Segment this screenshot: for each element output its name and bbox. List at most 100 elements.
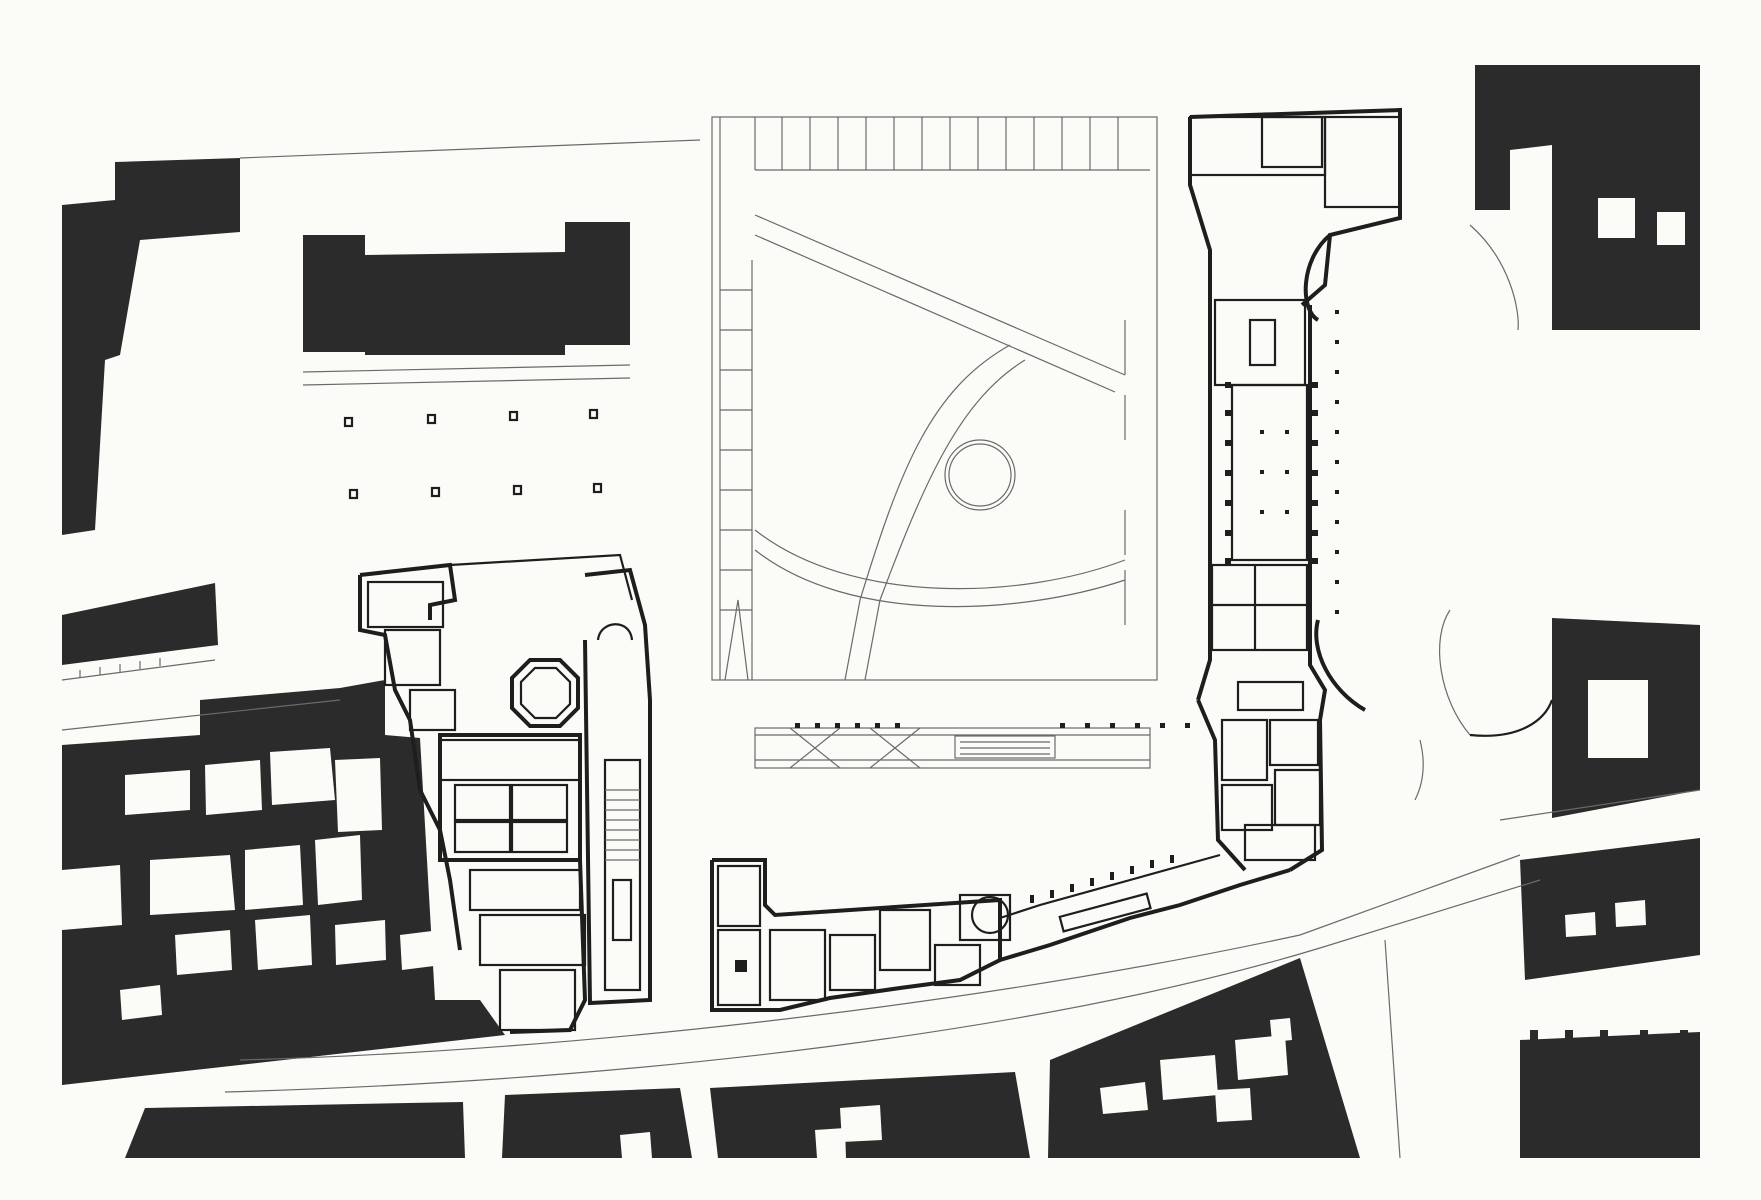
west-room-3	[408, 688, 457, 732]
central-garden	[711, 116, 1158, 681]
courtyard-18	[1160, 1055, 1218, 1100]
cloister-garden-1	[453, 783, 512, 822]
courtyard-14	[620, 1132, 652, 1158]
block-northwest	[62, 158, 240, 535]
plaza-piers	[343, 408, 603, 500]
courtyard-2	[205, 760, 262, 815]
south-room-3	[768, 928, 827, 1002]
street-east-vertical	[1384, 939, 1401, 1159]
courtyard-6	[150, 855, 235, 915]
courtyard-19	[1235, 1035, 1288, 1080]
east-bottom-crenels	[1530, 1030, 1688, 1040]
east-wing-top-outline	[1189, 107, 1402, 307]
south-room-6	[933, 943, 982, 987]
courtyard-16	[815, 1128, 846, 1158]
cloister-garden-3	[453, 820, 512, 854]
walkway-outline	[754, 727, 1151, 769]
se-room-2	[1268, 718, 1320, 767]
courtyard-3	[270, 748, 335, 805]
block-east-top	[1475, 65, 1700, 330]
street-ticks	[79, 658, 161, 678]
courtyard-8	[315, 835, 362, 905]
church-altar	[611, 878, 633, 942]
se-facade-columns	[1030, 855, 1174, 903]
east-wing-curve-bottom	[1314, 619, 1366, 712]
courtyard-22	[1598, 198, 1635, 238]
street-east-edge	[1499, 789, 1701, 821]
courtyard-1	[125, 770, 190, 815]
arc-path	[754, 529, 1126, 590]
south-wing	[710, 858, 1012, 1012]
se-room-3	[1220, 783, 1274, 832]
courtyard-5	[62, 865, 122, 930]
curved-path-2	[864, 359, 1026, 681]
walkway-stairs	[954, 735, 1056, 759]
street-west-edge-2	[61, 699, 341, 731]
west-lower-room-2	[478, 913, 587, 967]
west-room-2	[383, 628, 442, 687]
se-wing-east	[1288, 719, 1325, 872]
octagonal-chapel	[510, 658, 580, 728]
east-wing	[1188, 107, 1402, 721]
se-corridor	[1058, 892, 1152, 933]
courtyard-26	[1615, 900, 1646, 927]
courtyard-23	[1657, 212, 1685, 245]
south-spiral-stair	[970, 895, 1010, 935]
se-facade-outer	[999, 868, 1291, 962]
east-hall	[1230, 383, 1309, 562]
plaza-corner	[1414, 739, 1424, 801]
city-blocks	[62, 65, 1700, 1158]
southeast-wing	[999, 699, 1325, 962]
walkway-columns	[795, 723, 1190, 728]
east-room-3	[1323, 115, 1402, 209]
arc-path-2	[754, 549, 1126, 608]
east-vestibule	[1236, 680, 1305, 712]
se-facade-inner	[999, 853, 1221, 920]
se-room-1	[1220, 718, 1269, 782]
courtyard-15	[840, 1105, 882, 1142]
curved-path	[844, 344, 1011, 681]
plaza-arc-top	[1469, 224, 1519, 331]
street-lines	[61, 139, 1701, 1159]
west-complex-south-wall	[509, 859, 588, 1034]
cloister	[438, 733, 582, 862]
east-stair-block	[1213, 298, 1307, 387]
east-hall-columns	[1225, 310, 1339, 614]
courtyard-7	[245, 845, 303, 910]
courtyard-10	[255, 915, 312, 970]
se-room-4	[1273, 768, 1322, 827]
east-room-2	[1260, 115, 1324, 169]
courtyard-12	[120, 985, 162, 1020]
block-east-bottom	[1520, 1032, 1700, 1158]
courtyard-17	[1100, 1082, 1148, 1114]
courtyard-25	[1565, 912, 1596, 937]
courtyard-24	[1588, 680, 1648, 758]
block-east-lower	[1520, 838, 1700, 980]
se-room-5	[1243, 823, 1317, 862]
east-stair	[1248, 318, 1277, 367]
block-south-2	[502, 1088, 692, 1158]
church-nave	[583, 567, 652, 1006]
cloister-north-range	[438, 738, 582, 782]
plaza-arc-bottom	[1439, 609, 1471, 736]
street-north-edge	[239, 139, 701, 159]
courtyard-11	[335, 920, 386, 965]
cloister-garden-4	[510, 820, 569, 854]
block-south-1	[125, 1102, 465, 1158]
street-west-edge	[61, 659, 216, 681]
garden-boundary	[711, 116, 1158, 681]
courtyard-13	[400, 930, 442, 970]
covered-walkway	[754, 723, 1190, 769]
south-room-4	[828, 933, 877, 992]
east-wing-curve-top	[1303, 233, 1332, 322]
courtyard-20	[1215, 1088, 1252, 1122]
diagonal-path-2	[754, 234, 1116, 393]
courtyard-9	[175, 930, 232, 975]
east-wing-west-wall	[1188, 117, 1212, 701]
church-aisle	[603, 758, 642, 992]
garden-funnel	[724, 599, 749, 681]
se-wing-west	[1196, 699, 1247, 872]
east-rooms-lower	[1210, 563, 1309, 652]
pergola-west	[720, 260, 753, 680]
